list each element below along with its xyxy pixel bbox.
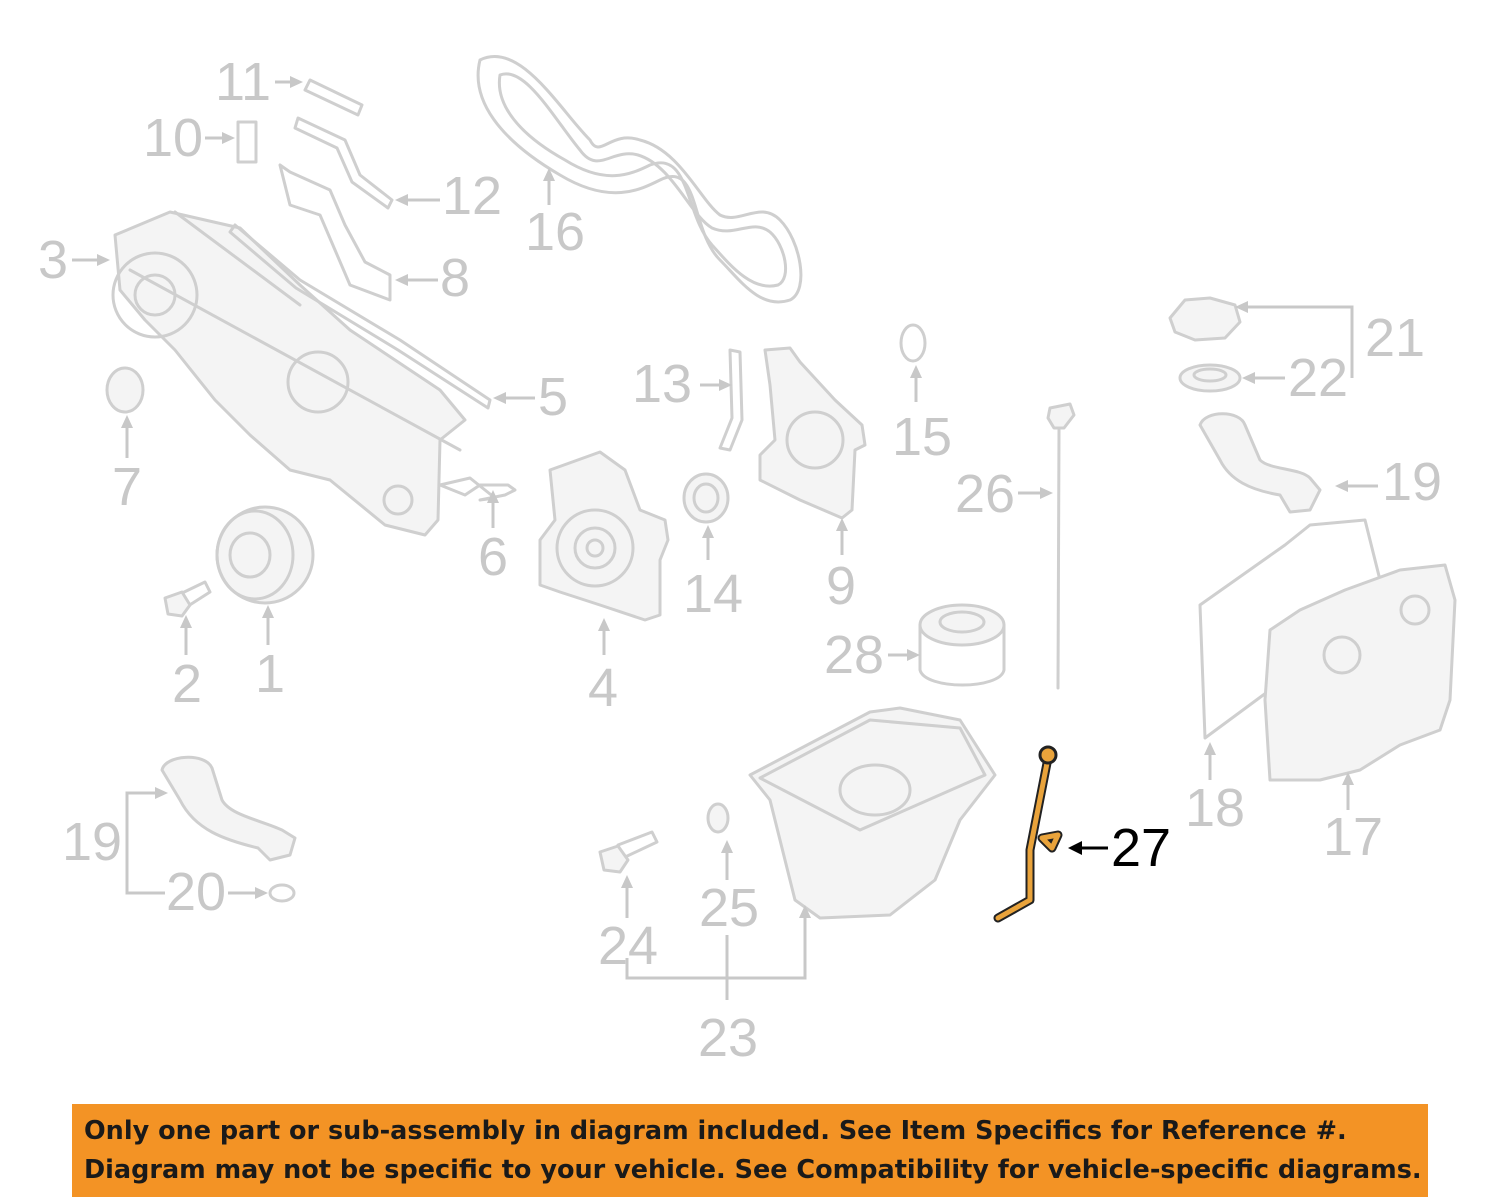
callout-12: 12 [442, 166, 502, 226]
callout-2: 2 [172, 654, 202, 714]
callout-15: 15 [892, 407, 952, 467]
callout-4: 4 [588, 658, 618, 718]
callout-23: 23 [698, 1008, 758, 1068]
part-19-filler-left [160, 755, 297, 862]
part-6-bracket [438, 476, 517, 502]
part-18-gasket [1198, 518, 1382, 740]
callout-27[interactable]: 27 [1111, 818, 1171, 878]
part-11-strip [303, 78, 364, 117]
parts-diagram: 11 10 12 8 3 16 5 7 6 2 1 13 14 4 9 15 2… [38, 52, 1457, 1068]
part-10-block [236, 120, 258, 164]
part-22-seal [1178, 363, 1242, 393]
part-13-tube [718, 348, 744, 452]
part-2-bolt [163, 580, 212, 618]
callout-3: 3 [38, 230, 68, 290]
part-25-washer [706, 802, 730, 834]
notice-banner: Only one part or sub-assembly in diagram… [72, 1104, 1428, 1197]
notice-line-2: Diagram may not be specific to your vehi… [84, 1155, 1422, 1185]
callout-19-left: 19 [62, 812, 122, 872]
part-1-pulley [215, 505, 315, 605]
callout-26: 26 [955, 464, 1015, 524]
callout-25: 25 [699, 878, 759, 938]
part-19-filler-right [1198, 412, 1322, 514]
callout-17: 17 [1323, 807, 1383, 867]
part-21-cap [1168, 296, 1242, 342]
part-12-seal [293, 116, 394, 210]
part-26-dipstick [1046, 402, 1076, 690]
part-23-oil-pan [748, 706, 997, 920]
faded-parts [105, 55, 1457, 920]
callout-9: 9 [826, 556, 856, 616]
part-4-front-cover [538, 450, 670, 622]
callout-16: 16 [525, 202, 585, 262]
callout-5: 5 [538, 367, 568, 427]
callout-14: 14 [683, 564, 743, 624]
callout-22: 22 [1288, 348, 1348, 408]
callout-10: 10 [143, 108, 203, 168]
part-17-cover [1263, 563, 1457, 782]
part-15-oring [899, 323, 927, 363]
part-7-plug [105, 366, 145, 414]
part-5-gasket [228, 223, 492, 410]
callout-labels: 11 10 12 8 3 16 5 7 6 2 1 13 14 4 9 15 2… [38, 52, 1442, 1068]
part-14-seal [682, 472, 730, 524]
callout-24: 24 [598, 916, 658, 976]
callout-8: 8 [440, 248, 470, 308]
callout-18: 18 [1185, 778, 1245, 838]
callout-1: 1 [255, 644, 285, 704]
callout-19-right: 19 [1382, 452, 1442, 512]
callout-6: 6 [478, 527, 508, 587]
callout-28: 28 [824, 625, 884, 685]
callout-13: 13 [632, 354, 692, 414]
part-8-seal [278, 163, 392, 302]
part-3-timing-cover [111, 210, 467, 537]
callout-21: 21 [1365, 308, 1425, 368]
leader-lines [72, 76, 1378, 1000]
callout-11: 11 [215, 52, 271, 112]
part-16-timing-belt [476, 55, 803, 304]
part-27-oil-level-gauge-tube[interactable] [993, 745, 1063, 923]
notice-line-1: Only one part or sub-assembly in diagram… [84, 1116, 1347, 1146]
callout-7: 7 [112, 457, 142, 517]
part-24-bolt [598, 830, 659, 874]
callout-20: 20 [166, 862, 226, 922]
part-28-filter [918, 603, 1006, 687]
part-20-oring [268, 883, 296, 903]
part-9-rear-cover [758, 346, 867, 520]
